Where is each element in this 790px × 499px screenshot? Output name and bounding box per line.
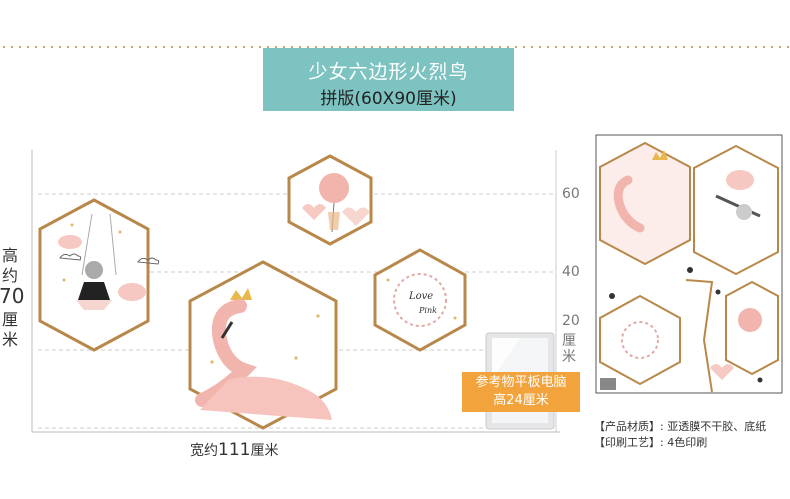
pink-text: Pink — [418, 306, 437, 315]
tick-40: 40 — [562, 264, 580, 280]
spec-printing: 【印刷工艺】: 4色印刷 — [594, 436, 708, 449]
product-size-title: 拼版(60X90厘米) — [320, 89, 457, 109]
width-label: 宽约111厘米 — [190, 440, 310, 460]
spec-material: 【产品材质】: 亚透膜不干胶、底纸 — [594, 420, 767, 433]
tablet-label-line1: 参考物平板电脑 — [475, 375, 567, 390]
title-banner: 少女六边形火烈鸟 拼版(60X90厘米) — [263, 48, 514, 111]
dotted-divider — [0, 46, 790, 48]
love-text: Love — [408, 291, 433, 302]
tablet-reference-label: 参考物平板电脑 高24厘米 — [462, 372, 580, 412]
tick-20-unit-1: 厘 — [562, 333, 576, 349]
height-label-char-5: 米 — [2, 330, 19, 349]
width-label-number: 111 — [218, 440, 251, 460]
height-label-number: 70 — [0, 284, 25, 308]
hex-flamingo-large — [188, 260, 338, 430]
tick-60: 60 — [562, 186, 580, 202]
hex-love-pink: Love Pink — [373, 248, 467, 352]
product-preview-sheet — [595, 134, 783, 394]
hex-balloons — [287, 154, 373, 246]
height-label-char-2: 约 — [2, 266, 19, 285]
tick-20-unit-2: 米 — [562, 349, 576, 365]
hex-girl-swing — [38, 198, 160, 352]
height-label-char-4: 厘 — [2, 310, 19, 329]
width-label-prefix: 宽约 — [190, 443, 218, 459]
tablet-label-line2: 高24厘米 — [493, 393, 549, 408]
tick-20: 20 — [562, 313, 580, 329]
product-title: 少女六边形火烈鸟 — [308, 61, 469, 83]
width-label-unit: 厘米 — [250, 443, 279, 459]
height-label-char-1: 高 — [2, 246, 19, 265]
